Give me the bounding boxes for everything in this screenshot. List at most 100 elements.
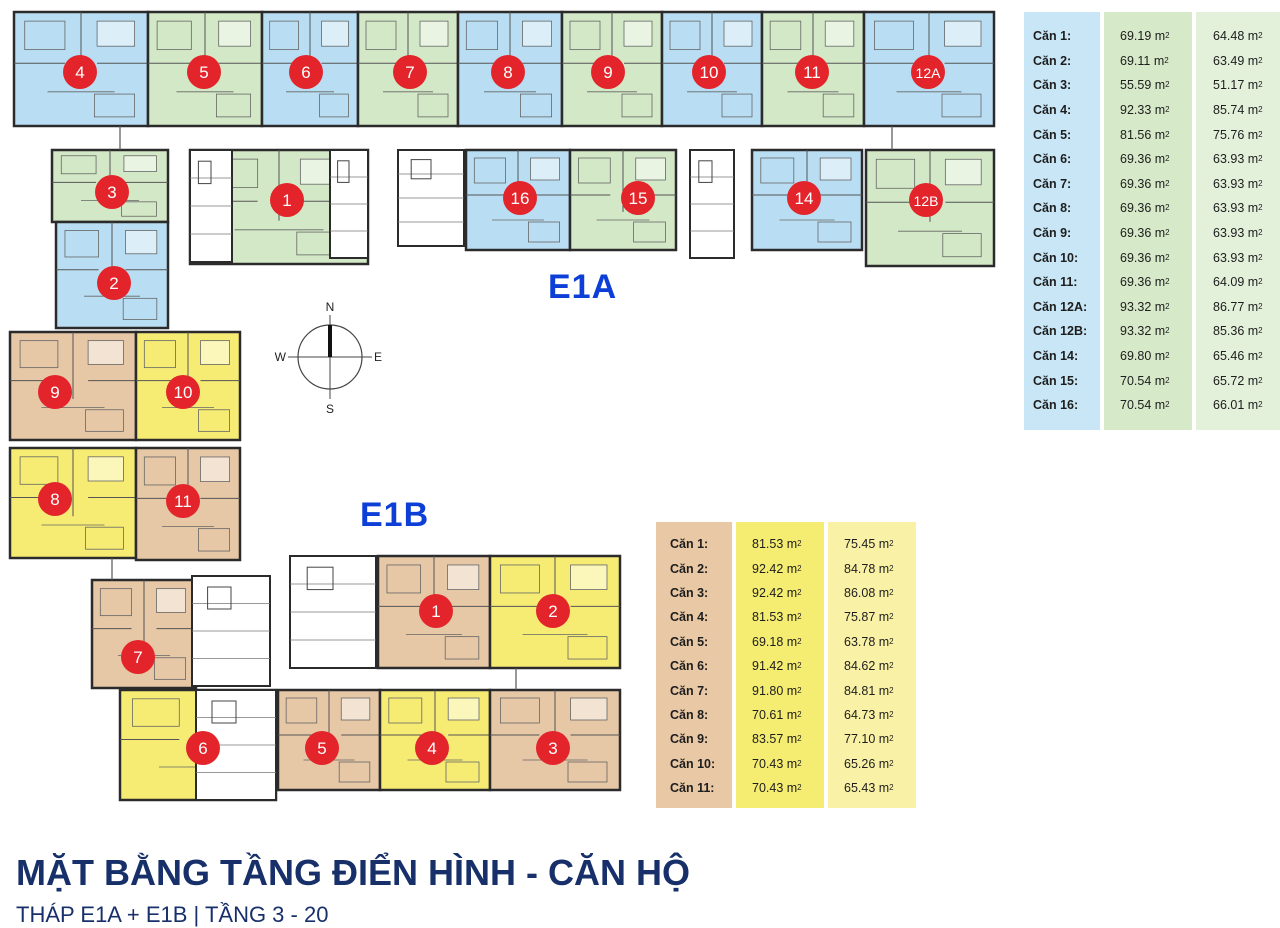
- marker-circle: [38, 375, 72, 409]
- marker-label: 8: [503, 63, 512, 82]
- unit-marker-e1a-2: 2: [97, 266, 131, 300]
- unit-marker-e1a-14: 14: [787, 181, 821, 215]
- marker-label: 11: [174, 492, 192, 511]
- marker-circle: [166, 375, 200, 409]
- service-core: [329, 149, 369, 259]
- unit-marker-e1b-1: 1: [419, 594, 453, 628]
- area-row-label: Căn 7:: [1033, 176, 1072, 191]
- unit-marker-e1b-4: 4: [415, 731, 449, 765]
- area-row-label: Căn 3:: [1033, 78, 1072, 93]
- marker-circle: [692, 55, 726, 89]
- marker-label: 11: [803, 63, 821, 82]
- marker-circle: [911, 55, 945, 89]
- area-row-label: Căn 14:: [1033, 349, 1079, 364]
- unit-marker-e1a-10: 10: [692, 55, 726, 89]
- marker-label: 2: [109, 274, 118, 293]
- area-row-label: Căn 16:: [1033, 398, 1079, 413]
- unit-marker-e1b-6: 6: [186, 731, 220, 765]
- unit-marker-e1b-7: 7: [121, 640, 155, 674]
- tower-label-e1a: E1A: [548, 268, 618, 306]
- unit-marker-e1a-4: 4: [63, 55, 97, 89]
- marker-label: 9: [603, 63, 612, 82]
- area-row-label: Căn 4:: [670, 610, 709, 625]
- unit-marker-e1b-8: 8: [38, 482, 72, 516]
- tower-label-e1b: E1B: [360, 496, 430, 534]
- area-row-label: Căn 1:: [1033, 29, 1072, 44]
- marker-circle: [621, 181, 655, 215]
- marker-label: 7: [133, 648, 142, 667]
- area-table-e1b: Căn 1:Căn 2:Căn 3:Căn 4:Căn 5:Căn 6:Căn …: [656, 522, 916, 808]
- compass-w: W: [275, 350, 287, 364]
- marker-circle: [503, 181, 537, 215]
- area-table-e1b-labels: Căn 1:Căn 2:Căn 3:Căn 4:Căn 5:Căn 6:Căn …: [656, 522, 732, 808]
- marker-circle: [289, 55, 323, 89]
- marker-label: 14: [795, 189, 814, 208]
- marker-circle: [187, 55, 221, 89]
- unit-marker-e1a-5: 5: [187, 55, 221, 89]
- marker-circle: [536, 731, 570, 765]
- unit-marker-e1a-9: 9: [591, 55, 625, 89]
- marker-label: 5: [317, 739, 326, 758]
- unit-marker-e1b-5: 5: [305, 731, 339, 765]
- area-row-label: Căn 5:: [1033, 127, 1072, 142]
- unit-marker-e1b-9: 9: [38, 375, 72, 409]
- area-row-label: Căn 8:: [1033, 201, 1072, 216]
- area-row-label: Căn 5:: [670, 634, 709, 649]
- unit-marker-e1a-12B: 12B: [909, 183, 943, 217]
- area-row-label: Căn 6:: [670, 659, 709, 674]
- marker-circle: [909, 183, 943, 217]
- unit-marker-e1a-1: 1: [270, 183, 304, 217]
- unit-marker-e1a-6: 6: [289, 55, 323, 89]
- service-core: [689, 149, 735, 259]
- unit-e1b-9: [8, 330, 138, 442]
- marker-circle: [393, 55, 427, 89]
- unit-marker-e1a-11: 11: [795, 55, 829, 89]
- unit-marker-e1a-12A: 12A: [911, 55, 945, 89]
- marker-circle: [166, 484, 200, 518]
- marker-label: 16: [511, 189, 530, 208]
- unit-marker-e1b-2: 2: [536, 594, 570, 628]
- area-row-label: Căn 10:: [670, 756, 716, 771]
- service-core: [289, 555, 377, 669]
- marker-circle: [305, 731, 339, 765]
- marker-label: 12B: [914, 193, 939, 209]
- area-row-label: Căn 15:: [1033, 373, 1079, 388]
- marker-circle: [491, 55, 525, 89]
- marker-label: 1: [282, 191, 291, 210]
- unit-e1b-8: [8, 446, 138, 560]
